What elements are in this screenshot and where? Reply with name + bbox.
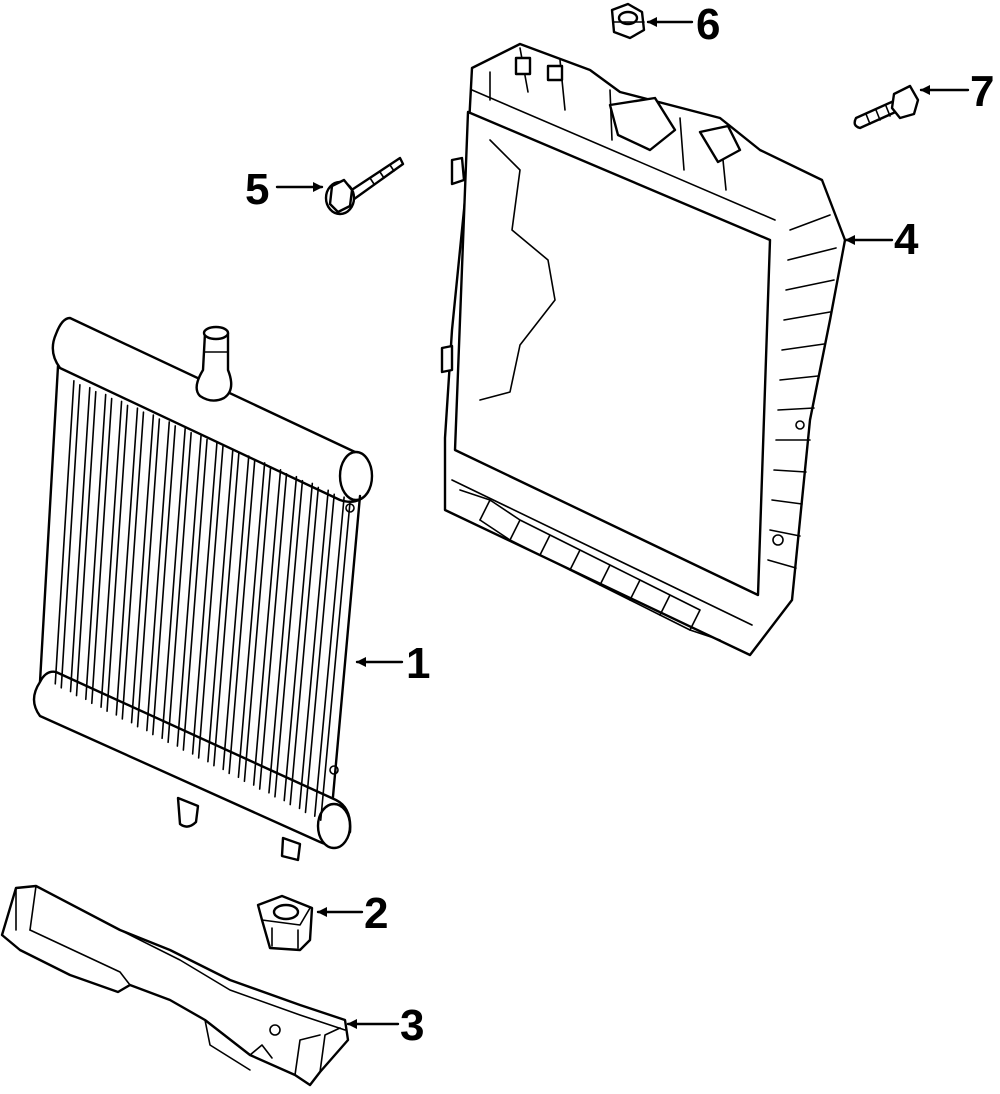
radiator-fin bbox=[197, 445, 224, 759]
radiator-fin bbox=[84, 393, 107, 701]
radiator-fin bbox=[222, 455, 250, 771]
radiator-fin bbox=[319, 500, 351, 822]
radiator-fin bbox=[152, 425, 177, 736]
radiator-fin bbox=[258, 472, 288, 790]
mount-clip bbox=[256, 894, 314, 952]
radiator-fin bbox=[176, 434, 202, 747]
radiator-fin bbox=[274, 479, 304, 798]
radiator-support-frame bbox=[440, 42, 847, 657]
radiator-fin bbox=[167, 431, 192, 744]
callout-1: 1 bbox=[406, 639, 431, 688]
short-bolt bbox=[853, 84, 920, 130]
radiator-fin bbox=[100, 400, 123, 708]
radiator-fin bbox=[304, 493, 336, 814]
radiator-fin bbox=[213, 452, 240, 767]
radiator-fin bbox=[237, 462, 266, 779]
radiator-fin bbox=[243, 466, 272, 783]
callout-2: 2 bbox=[364, 889, 389, 938]
callout-4: 4 bbox=[894, 215, 919, 264]
callout-5: 5 bbox=[245, 165, 270, 214]
lower-deflector bbox=[0, 884, 350, 1087]
radiator-fin bbox=[69, 386, 91, 693]
radiator-fin bbox=[182, 438, 208, 751]
radiator-fin bbox=[54, 380, 75, 685]
callout-7: 7 bbox=[970, 67, 995, 116]
radiator-fin bbox=[161, 427, 186, 740]
callout-3: 3 bbox=[400, 1001, 425, 1050]
radiator-fin bbox=[228, 459, 256, 775]
leader-lines bbox=[275, 17, 970, 1029]
radiator-fin bbox=[115, 407, 139, 716]
radiator-fin bbox=[90, 397, 113, 705]
radiator-fin bbox=[283, 482, 314, 802]
radiator-fin bbox=[207, 448, 234, 763]
radiator-fin bbox=[289, 486, 320, 806]
radiator-fin bbox=[313, 496, 345, 818]
radiator-fin bbox=[191, 441, 218, 755]
radiator-fin bbox=[136, 418, 161, 728]
nut bbox=[610, 2, 646, 40]
radiator-fin bbox=[75, 390, 97, 697]
radiator-fin bbox=[146, 421, 171, 732]
radiator-fin bbox=[130, 414, 155, 724]
long-bolt bbox=[324, 156, 405, 216]
radiator-fin bbox=[298, 489, 330, 810]
radiator-core bbox=[32, 316, 374, 862]
callout-6: 6 bbox=[696, 0, 721, 49]
radiator-fin bbox=[121, 411, 145, 720]
radiator-fin bbox=[268, 475, 298, 794]
radiator-fin bbox=[252, 468, 282, 786]
radiator-fin bbox=[106, 404, 129, 712]
radiator-fin bbox=[60, 384, 81, 689]
